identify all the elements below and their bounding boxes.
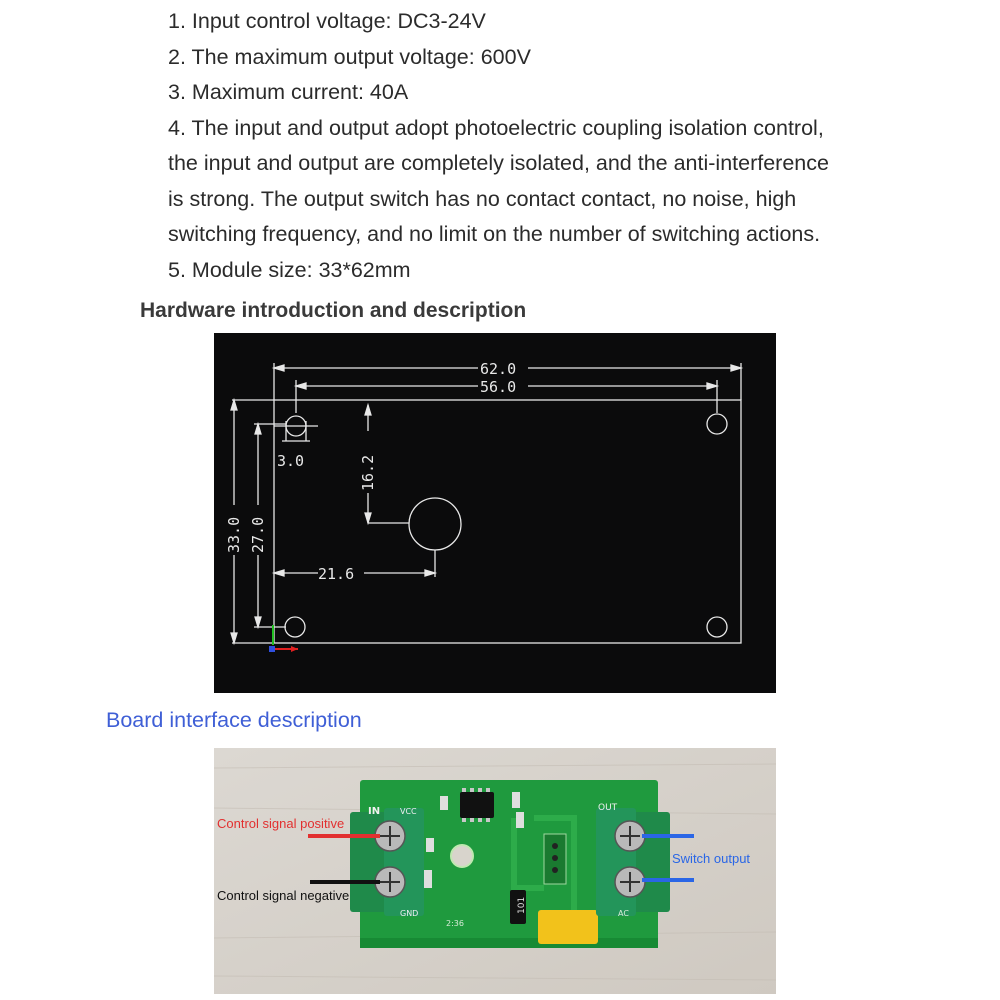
dimension-drawing: 62.0 56.0 3.0 21.6 16.2 33.0 27.0 [214, 333, 776, 693]
board-photo: 101 IN VCC GND OUT AC 2:36 [214, 748, 776, 994]
board-outline [273, 399, 742, 644]
dim-16-2: 16.2 [359, 455, 377, 491]
label-switch-output: Switch output [672, 851, 751, 866]
input-terminal [350, 808, 424, 916]
label-control-negative: Control signal negative [217, 888, 350, 903]
dim-27: 27.0 [249, 517, 267, 553]
spec-line-4d: switching frequency, and no limit on the… [168, 222, 821, 246]
mount-hole-top-right [706, 413, 728, 435]
mount-hole-bottom-left [284, 616, 306, 638]
dim-62: 62.0 [480, 360, 516, 378]
pcb [360, 780, 658, 944]
dim-21-6: 21.6 [318, 565, 354, 583]
spec-line-5: 5. Module size: 33*62mm [168, 257, 411, 282]
output-terminal [596, 808, 670, 916]
spec-line-1: 1. Input control voltage: DC3-24V [168, 9, 486, 33]
spec-line-4c: is strong. The output switch has no cont… [168, 186, 797, 211]
dim-3: 3.0 [277, 452, 304, 470]
dim-56: 56.0 [480, 378, 516, 396]
spec-line-4a: 4. The input and output adopt photoelect… [168, 115, 824, 140]
label-control-positive: Control signal positive [217, 816, 345, 831]
spec-list: 1. Input control voltage: DC3-24V 2. The… [168, 4, 948, 288]
spec-line-3: 3. Maximum current: 40A [168, 80, 409, 104]
board-heading: Board interface description [106, 708, 362, 732]
spec-line-2: 2. The maximum output voltage: 600V [168, 44, 531, 69]
board-photo-svg: 101 IN VCC GND OUT AC 2:36 [214, 748, 776, 994]
mount-hole-bottom-right [706, 616, 728, 638]
silk-ac: AC [618, 909, 629, 918]
dimension-drawing-svg: 62.0 56.0 3.0 21.6 16.2 33.0 27.0 [225, 360, 744, 652]
silk-in: IN [368, 806, 380, 817]
dim-33: 33.0 [225, 517, 243, 553]
hardware-heading: Hardware introduction and description [140, 299, 527, 322]
silk-vcc: VCC [400, 807, 417, 816]
silk-gnd: GND [400, 909, 418, 918]
silk-out: OUT [598, 803, 618, 813]
center-hole [408, 497, 462, 551]
x2-capacitor [538, 910, 598, 944]
resistor-code: 101 [517, 897, 527, 914]
optocoupler-ic [460, 792, 494, 818]
silk-date: 2:36 [446, 919, 464, 928]
spec-line-4b: the input and output are completely isol… [168, 151, 829, 175]
